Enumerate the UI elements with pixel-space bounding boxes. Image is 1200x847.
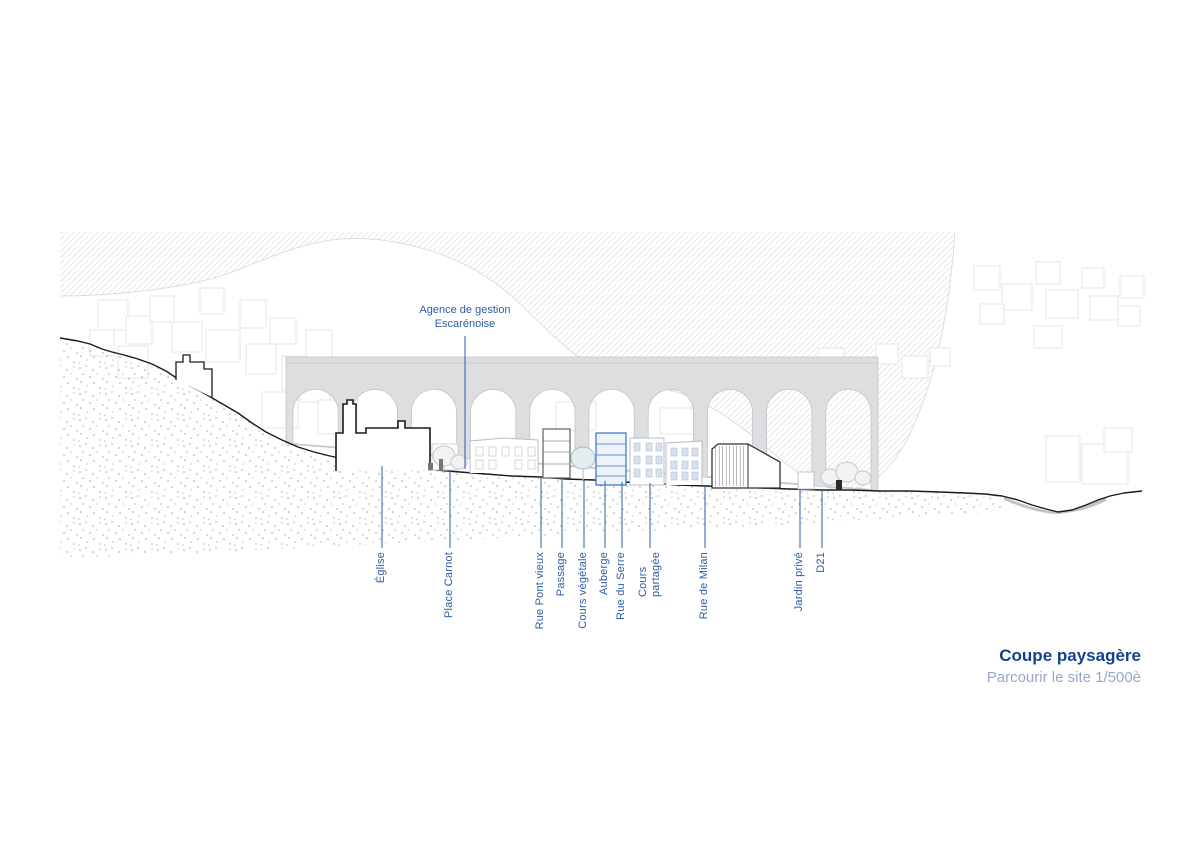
hillside-stepped-building (175, 354, 213, 397)
right-building (711, 443, 781, 489)
section-label-cours-partagee: Cours partagée (637, 552, 663, 597)
viaduct (285, 356, 879, 492)
section-label-rue-de-milan: Rue de Milan (698, 552, 710, 620)
church-silhouette (335, 399, 431, 471)
drawing-title: Coupe paysagère (999, 646, 1141, 665)
section-label-rue-pont-vieux: Rue Pont vieux (534, 552, 546, 630)
annotation-agence: Agence de gestion Escarénoise (405, 303, 525, 331)
section-label-cours-partagee-line1: Cours (637, 566, 649, 598)
drawing-subtitle: Parcourir le site 1/500è (986, 669, 1141, 686)
trees (432, 445, 872, 486)
section-label-auberge: Auberge (598, 552, 610, 595)
terrain-dip-fill (1004, 497, 1106, 514)
section-label-eglise: Église (375, 552, 387, 584)
annotation-line1: Agence de gestion (419, 304, 511, 316)
stipple-ground (60, 338, 1002, 559)
annotation-line2: Escarénoise (434, 318, 496, 330)
section-label-cours-partagee-line2: partagée (650, 552, 662, 598)
section-label-cours-vegetale: Cours végétale (577, 552, 589, 629)
auberge-highlight-building (595, 432, 627, 486)
tree-cours-vegetale (570, 446, 596, 470)
section-label-place-carnot: Place Carnot (443, 552, 455, 618)
title-block: Coupe paysagère Parcourir le site 1/500è (987, 646, 1141, 686)
street-objects (428, 459, 842, 490)
section-label-passage: Passage (555, 552, 567, 597)
mid-buildings (469, 428, 703, 486)
section-label-d21: D21 (815, 552, 827, 573)
section-cut-building (542, 428, 571, 479)
section-label-rue-du-serre: Rue du Serre (615, 552, 627, 620)
section-label-jardin-prive: Jardin privé (793, 552, 805, 612)
leader-lines (381, 336, 823, 548)
